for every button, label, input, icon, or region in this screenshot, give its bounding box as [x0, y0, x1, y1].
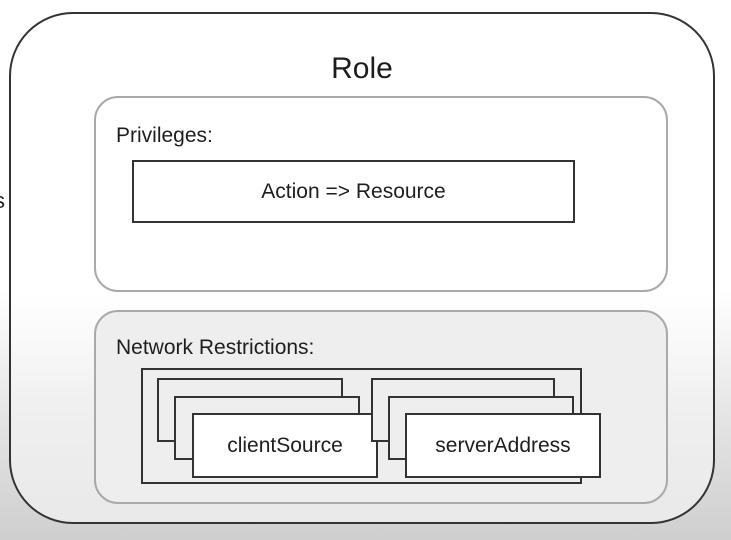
privileges-label: Privileges: [116, 124, 213, 147]
client-source-card: clientSource [192, 413, 378, 478]
edge-text-fragment: s [0, 188, 5, 214]
network-restrictions-label: Network Restrictions: [116, 336, 315, 359]
role-title: Role [331, 52, 393, 85]
action-resource-box: Action => Resource [132, 160, 575, 223]
server-address-card: serverAddress [405, 413, 601, 478]
